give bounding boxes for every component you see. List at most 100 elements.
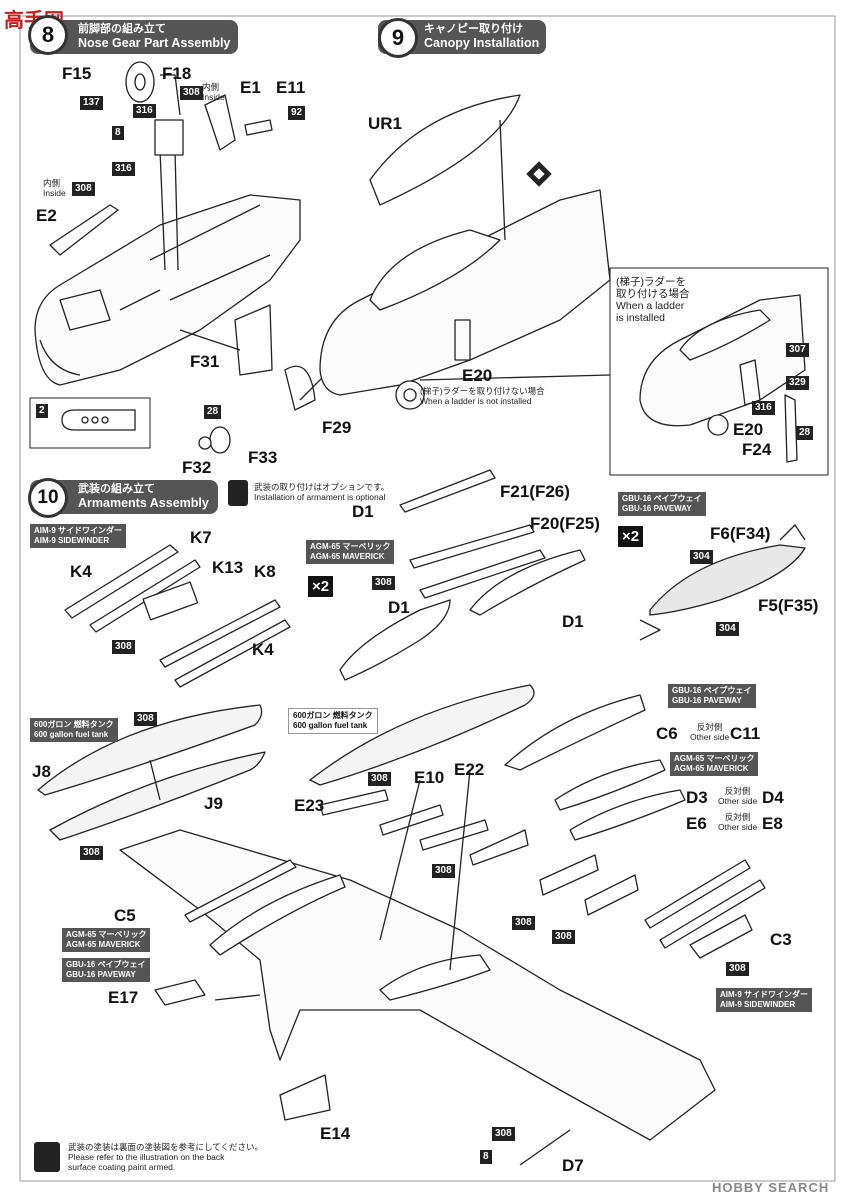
step-8-number: 8: [28, 15, 68, 55]
brush-icon-footer: [34, 1142, 60, 1172]
part-E10: E10: [414, 768, 445, 787]
inside-note-1: 内側 Inside: [202, 82, 225, 102]
part-E11: E11: [276, 78, 306, 97]
part-F24: F24: [742, 440, 772, 459]
paint-308-k1: 308: [112, 640, 135, 654]
inside-en-2: Inside: [43, 188, 66, 198]
inside-en-1: Inside: [202, 92, 225, 102]
part-E1: E1: [240, 78, 261, 97]
step-10-title-en: Armaments Assembly: [78, 496, 209, 510]
part-C6: C6: [656, 724, 678, 743]
step-8-title-jp: 前脚部の組み立て: [78, 23, 166, 35]
paint-308-a: 308: [180, 86, 203, 100]
step-9-number: 9: [378, 18, 418, 58]
tag-gbu16-right-en: GBU-16 PAVEWAY: [622, 504, 692, 513]
step-9-title-en: Canopy Installation: [424, 36, 540, 50]
part-K8: K8: [254, 562, 276, 581]
step-9-title-jp: キャノピー取り付け: [424, 23, 523, 35]
part-E20: E20: [462, 366, 493, 385]
other-side-d4: 反対側 Other side: [718, 786, 757, 806]
part-K7: K7: [190, 528, 212, 547]
inside-jp-1: 内側: [202, 82, 220, 92]
step-10-number: 10: [28, 478, 68, 518]
brush-icon: [228, 480, 248, 506]
part-UR1: UR1: [368, 114, 403, 133]
tag-gbu16-mid-jp: GBU-16 ペイブウェイ: [672, 686, 752, 695]
tag-agm65-right-jp: AGM-65 マーベリック: [674, 754, 755, 763]
no-ladder-note: (梯子)ラダーを取り付けない場合 When a ladder is not in…: [420, 386, 545, 406]
part-E8: E8: [762, 814, 783, 833]
paint-316-c: 316: [752, 401, 775, 415]
tag-gbu16-right: GBU-16 ペイブウェイ GBU-16 PAVEWAY: [618, 492, 706, 516]
other-side-e8-text: Other side: [718, 822, 758, 832]
paint-316-a: 316: [133, 104, 156, 118]
part-D4: D4: [762, 788, 784, 807]
hantai-d4: 反対側: [724, 786, 751, 796]
tag-gbu16-left: GBU-16 ペイブウェイ GBU-16 PAVEWAY: [62, 958, 150, 982]
part-E22: E22: [454, 760, 485, 779]
tag-gbu16-left-en: GBU-16 PAVEWAY: [66, 970, 136, 979]
ladder-en-2: is installed: [616, 312, 666, 324]
hantai-e8: 反対側: [724, 812, 751, 822]
part-E20-inset: E20: [733, 420, 764, 439]
part-C3: C3: [770, 930, 792, 949]
paint-28-a: 28: [204, 405, 222, 419]
part-F31: F31: [190, 352, 220, 371]
paint-92: 92: [288, 106, 306, 120]
paint-28-b: 28: [796, 426, 814, 440]
part-K4-b: K4: [252, 640, 274, 659]
tag-aim9-left: AIM-9 サイドワインダー AIM-9 SIDEWINDER: [30, 524, 126, 548]
paint-316-b: 316: [112, 162, 135, 176]
inside-jp-2: 内側: [43, 178, 61, 188]
part-D1-b: D1: [388, 598, 410, 617]
paint-308-t1: 308: [134, 712, 157, 726]
part-E17: E17: [108, 988, 139, 1007]
part-C5: C5: [114, 906, 136, 925]
ladder-en-1: When a ladder: [616, 300, 685, 312]
part-F20: F20(F25): [530, 514, 600, 533]
multiplier-center: ×2: [308, 576, 334, 597]
multiplier-right: ×2: [618, 526, 644, 547]
step-10-title-jp: 武装の組み立て: [78, 483, 155, 495]
tag-agm65-left-en: AGM-65 MAVERICK: [66, 940, 141, 949]
part-F29: F29: [322, 418, 352, 437]
paint-308-c3: 308: [726, 962, 749, 976]
part-E23: E23: [294, 796, 325, 815]
other-side-c11-text: Other side: [690, 732, 730, 742]
part-E2: E2: [36, 206, 57, 225]
part-K4-a: K4: [70, 562, 92, 581]
no-ladder-jp: (梯子)ラダーを取り付けない場合: [420, 386, 545, 396]
tag-agm65-right-en: AGM-65 MAVERICK: [674, 764, 749, 773]
option-en: Installation of armament is optional: [254, 492, 386, 502]
part-F15: F15: [62, 64, 92, 83]
tag-tank-center-en: 600 gallon fuel tank: [293, 721, 368, 730]
back-en-1: Please refer to the illustration on the …: [68, 1152, 225, 1162]
paint-8-b: 8: [480, 1150, 492, 1164]
hantai-c11: 反対側: [696, 722, 723, 732]
paint-308-e22: 308: [432, 864, 455, 878]
tag-gbu16-mid-en: GBU-16 PAVEWAY: [672, 696, 742, 705]
part-D1-c: D1: [562, 612, 584, 631]
tag-agm65-left-jp: AGM-65 マーベリック: [66, 930, 147, 939]
part-J8: J8: [32, 762, 51, 781]
tag-tank-left-jp: 600ガロン 燃料タンク: [34, 720, 114, 729]
option-jp: 武装の取り付けはオプションです。: [254, 482, 390, 492]
part-C11: C11: [730, 724, 761, 743]
tag-aim9-right-en: AIM-9 SIDEWINDER: [720, 1000, 796, 1009]
tag-tank-left: 600ガロン 燃料タンク 600 gallon fuel tank: [30, 718, 118, 742]
paint-329: 329: [786, 376, 809, 390]
part-J9: J9: [204, 794, 223, 813]
tag-tank-center-jp: 600ガロン 燃料タンク: [293, 711, 373, 720]
site-logo: HOBBY SEARCH: [712, 1180, 830, 1195]
part-K13: K13: [212, 558, 244, 577]
tag-tank-left-en: 600 gallon fuel tank: [34, 730, 109, 739]
tag-aim9-left-jp: AIM-9 サイドワインダー: [34, 526, 122, 535]
part-E6: E6: [686, 814, 707, 833]
other-side-d4-text: Other side: [718, 796, 758, 806]
tag-gbu16-mid: GBU-16 ペイブウェイ GBU-16 PAVEWAY: [668, 684, 756, 708]
other-side-e8: 反対側 Other side: [718, 812, 757, 832]
back-jp: 武装の塗装は裏面の塗装図を参考にしてください。: [68, 1142, 263, 1152]
paint-308-d: 308: [372, 576, 395, 590]
paint-308-d3: 308: [512, 916, 535, 930]
